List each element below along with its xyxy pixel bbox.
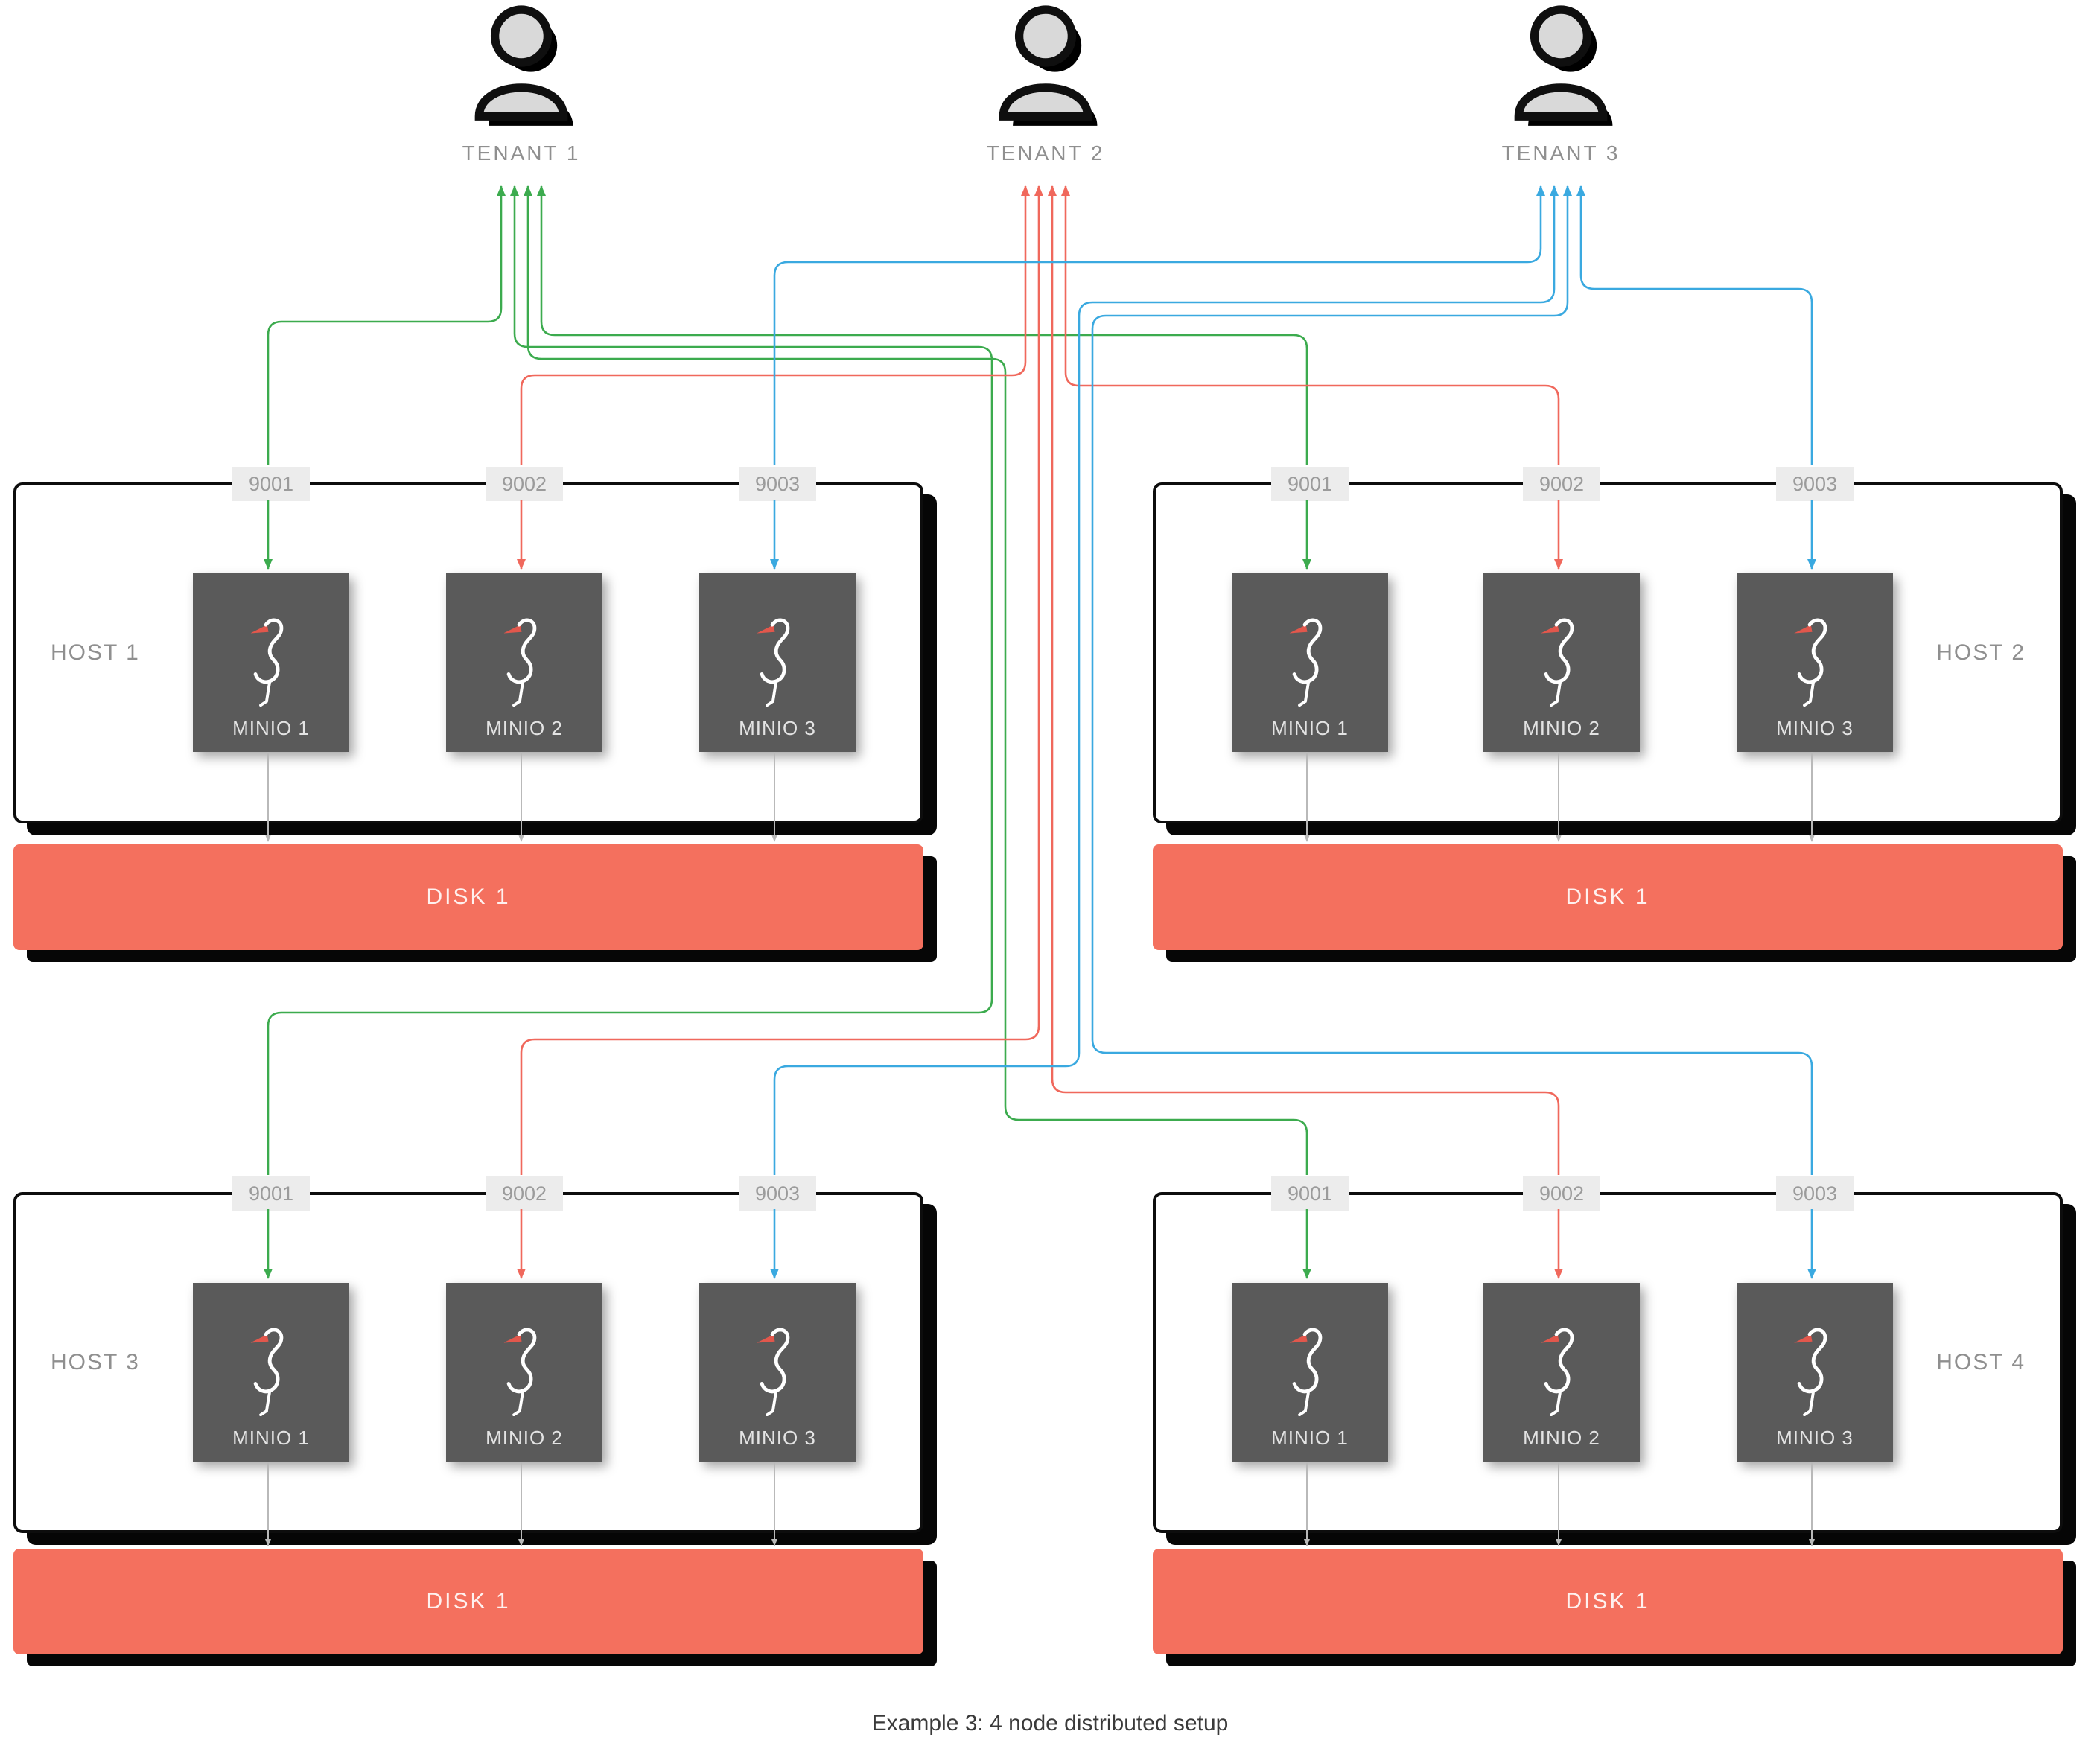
minio-label: MINIO 1 <box>232 1427 310 1449</box>
tenant-2: TENANT 2 <box>919 4 1172 165</box>
tenant-label: TENANT 3 <box>1501 141 1620 165</box>
minio-bird-icon <box>745 1325 810 1416</box>
disk-bar: DISK 1 <box>1153 844 2063 950</box>
minio-node: MINIO 3 <box>699 1283 856 1462</box>
minio-node: MINIO 1 <box>193 573 349 752</box>
minio-label: MINIO 3 <box>739 717 816 739</box>
minio-label: MINIO 3 <box>739 1427 816 1449</box>
minio-bird-icon <box>1529 616 1594 707</box>
tenant-label: TENANT 1 <box>462 141 581 165</box>
disk-bar: DISK 1 <box>13 1549 923 1654</box>
person-icon <box>1498 4 1624 131</box>
minio-bird-icon <box>238 1325 304 1416</box>
host-2-box: HOST 2 9001 9002 9003 MINIO 1 MINIO 2 MI… <box>1153 467 2063 823</box>
minio-bird-icon <box>1782 616 1848 707</box>
host-4-box: HOST 4 9001 9002 9003 MINIO 1 MINIO 2 MI… <box>1153 1176 2063 1533</box>
disk-bar: DISK 1 <box>1153 1549 2063 1654</box>
minio-label: MINIO 1 <box>1271 1427 1349 1449</box>
minio-bird-icon <box>491 616 557 707</box>
minio-label: MINIO 2 <box>486 1427 563 1449</box>
minio-bird-icon <box>491 1325 557 1416</box>
port-badge-9003: 9003 <box>739 467 816 501</box>
disk-label: DISK 1 <box>1565 1589 1650 1613</box>
minio-bird-icon <box>1277 616 1343 707</box>
minio-node: MINIO 3 <box>1737 573 1893 752</box>
minio-label: MINIO 3 <box>1776 1427 1854 1449</box>
minio-label: MINIO 3 <box>1776 717 1854 739</box>
person-icon <box>982 4 1109 131</box>
minio-bird-icon <box>238 616 304 707</box>
minio-node: MINIO 3 <box>1737 1283 1893 1462</box>
port-badge-9001: 9001 <box>1271 1176 1349 1211</box>
minio-node: MINIO 1 <box>1232 1283 1388 1462</box>
minio-bird-icon <box>1529 1325 1594 1416</box>
port-badge-9002: 9002 <box>1523 467 1600 501</box>
tenant-label: TENANT 2 <box>986 141 1105 165</box>
minio-node: MINIO 2 <box>1483 1283 1640 1462</box>
minio-label: MINIO 2 <box>486 717 563 739</box>
diagram-caption: Example 3: 4 node distributed setup <box>871 1711 1229 1736</box>
disk-bar: DISK 1 <box>13 844 923 950</box>
minio-bird-icon <box>745 616 810 707</box>
port-badge-9003: 9003 <box>1776 467 1854 501</box>
host-label: HOST 2 <box>1936 640 2026 665</box>
minio-label: MINIO 1 <box>232 717 310 739</box>
port-badge-9002: 9002 <box>486 1176 563 1211</box>
disk-label: DISK 1 <box>1565 885 1650 909</box>
minio-node: MINIO 3 <box>699 573 856 752</box>
minio-bird-icon <box>1277 1325 1343 1416</box>
person-icon <box>458 4 585 131</box>
disk-label: DISK 1 <box>426 885 511 909</box>
host-label: HOST 3 <box>51 1350 140 1374</box>
port-badge-9003: 9003 <box>1776 1176 1854 1211</box>
tenant-1: TENANT 1 <box>395 4 648 165</box>
minio-label: MINIO 1 <box>1271 717 1349 739</box>
disk-label: DISK 1 <box>426 1589 511 1613</box>
minio-label: MINIO 2 <box>1523 1427 1600 1449</box>
minio-node: MINIO 2 <box>1483 573 1640 752</box>
port-badge-9001: 9001 <box>232 1176 310 1211</box>
minio-node: MINIO 2 <box>446 573 602 752</box>
host-label: HOST 1 <box>51 640 140 665</box>
minio-node: MINIO 1 <box>1232 573 1388 752</box>
port-badge-9002: 9002 <box>1523 1176 1600 1211</box>
host-1-box: HOST 1 9001 9002 9003 MINIO 1 MINIO 2 MI… <box>13 467 923 823</box>
host-label: HOST 4 <box>1936 1350 2026 1374</box>
minio-node: MINIO 1 <box>193 1283 349 1462</box>
port-badge-9001: 9001 <box>1271 467 1349 501</box>
port-badge-9001: 9001 <box>232 467 310 501</box>
tenant-3: TENANT 3 <box>1434 4 1687 165</box>
minio-label: MINIO 2 <box>1523 717 1600 739</box>
port-badge-9002: 9002 <box>486 467 563 501</box>
port-badge-9003: 9003 <box>739 1176 816 1211</box>
minio-bird-icon <box>1782 1325 1848 1416</box>
host-3-box: HOST 3 9001 9002 9003 MINIO 1 MINIO 2 MI… <box>13 1176 923 1533</box>
minio-node: MINIO 2 <box>446 1283 602 1462</box>
